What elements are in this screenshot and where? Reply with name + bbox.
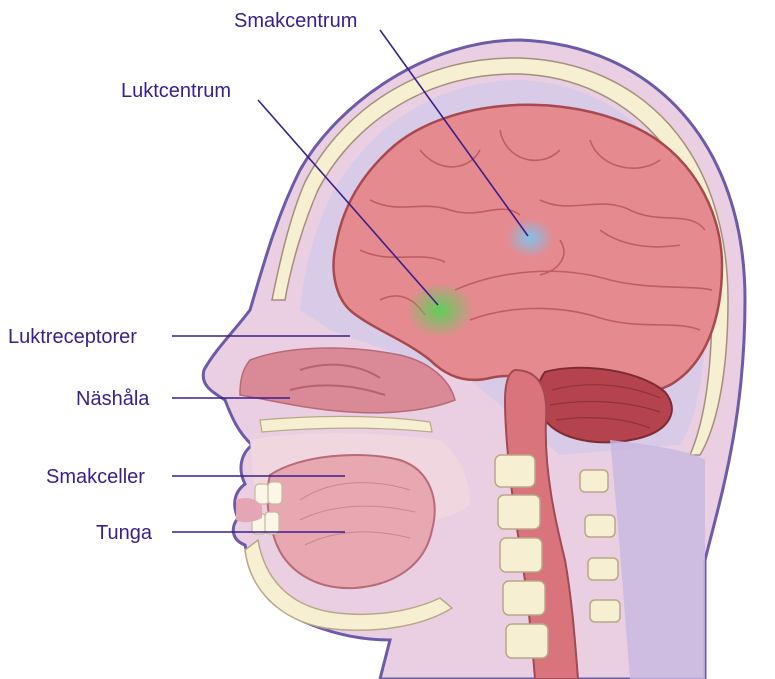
label-smakcentrum: Smakcentrum <box>234 10 357 32</box>
taste-center <box>506 218 554 258</box>
label-nashala: Näshåla <box>76 388 150 410</box>
tongue <box>268 455 435 588</box>
label-tunga: Tunga <box>96 522 153 544</box>
label-smakceller: Smakceller <box>46 466 145 488</box>
smell-center <box>406 282 474 338</box>
label-luktreceptorer: Luktreceptorer <box>8 326 137 348</box>
label-luktcentrum: Luktcentrum <box>121 80 231 102</box>
